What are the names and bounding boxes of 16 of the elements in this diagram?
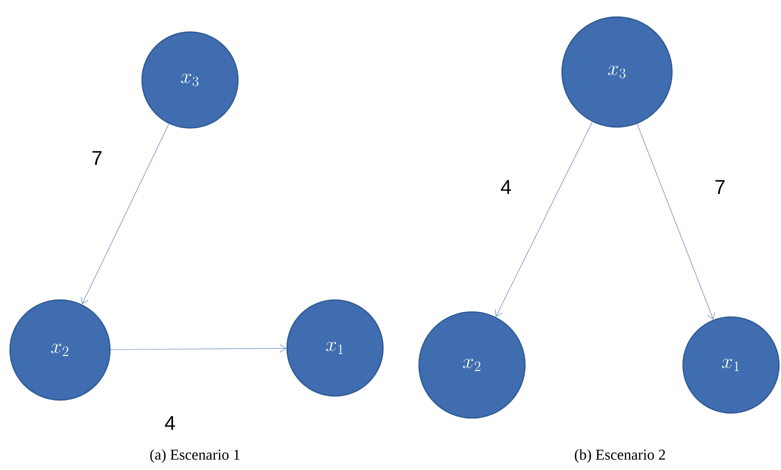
circle-node: $x_2$ — [9, 299, 111, 401]
caption: (a) Escenario 1 — [150, 449, 240, 463]
arrow — [80, 123, 170, 304]
circle-node: $x_1$ — [286, 299, 384, 397]
arrow — [494, 122, 593, 317]
circle-node: $x_3$ — [561, 16, 673, 128]
circle-node: $x_2$ — [418, 311, 526, 419]
edge-label: 4 — [500, 180, 511, 194]
edge-label: 7 — [92, 151, 102, 165]
arrow — [110, 344, 286, 353]
caption: (b) Escenario 2 — [574, 449, 665, 463]
circle-node: $x_1$ — [682, 316, 780, 414]
circle-node: $x_3$ — [141, 31, 239, 129]
arrow — [636, 124, 716, 320]
edge-label: 7 — [715, 180, 725, 194]
edge-label: 4 — [164, 416, 175, 430]
